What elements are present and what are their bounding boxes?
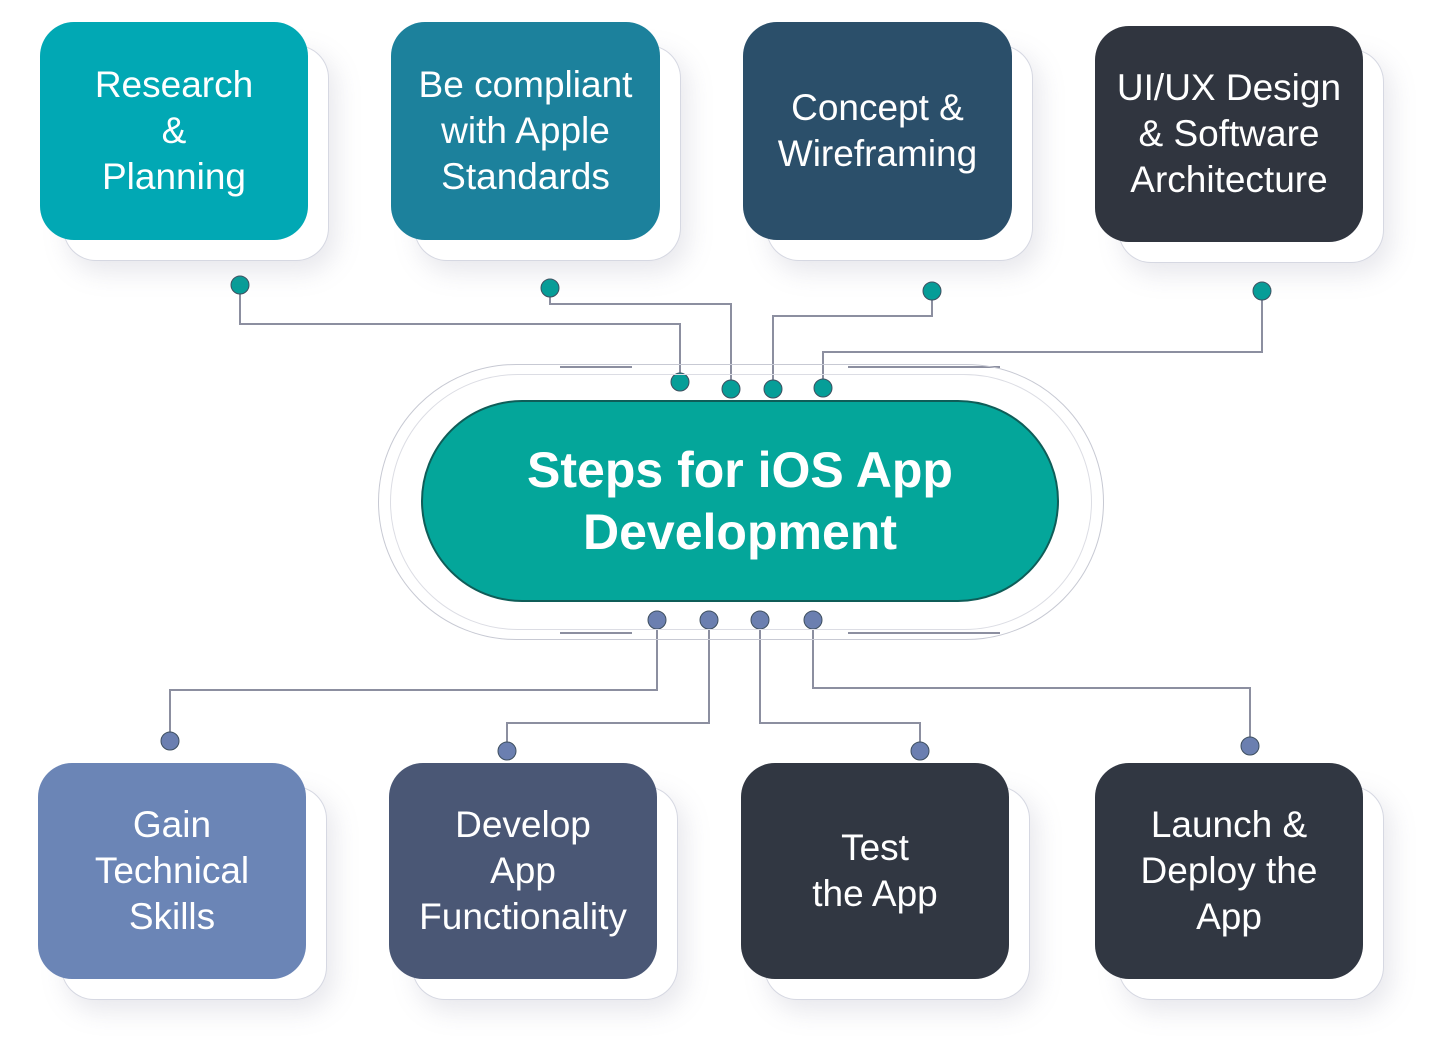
step-text-line: Architecture [1130, 159, 1328, 200]
step-text-line: UI/UX Design [1116, 67, 1342, 108]
top-connector-line [822, 291, 1263, 388]
center-title-line-1: Steps for iOS App [527, 442, 953, 498]
step-text-line: Deploy the [1140, 850, 1318, 891]
step-text-line: App [1196, 896, 1262, 937]
top-card-connector-dot [540, 278, 560, 298]
step-text-line: Planning [101, 156, 246, 197]
step-concept-wireframing: Concept & Wireframing [743, 22, 1012, 240]
center-top-connector-dot [670, 372, 690, 392]
step-text-line: Launch & [1150, 804, 1308, 845]
step-text-line: Be compliant [418, 64, 633, 105]
bottom-card-connector-dot [910, 741, 930, 761]
step-uiux-architecture: UI/UX Design & Software Architecture [1095, 26, 1363, 242]
center-top-connector-dot [813, 378, 833, 398]
step-research-planning: Research & Planning [40, 22, 308, 240]
center-title-pill: Steps for iOS App Development [421, 400, 1059, 602]
step-app-functionality: Develop App Functionality [389, 763, 657, 979]
bottom-connector-line [506, 620, 710, 751]
step-text-line: Concept & [791, 87, 964, 128]
center-ring-outer [378, 364, 1104, 640]
step-text-line: & Software [1138, 113, 1320, 154]
step-text-line: Develop [455, 804, 591, 845]
top-card-connector-dot [1252, 281, 1272, 301]
center-top-connector-dot [763, 379, 783, 399]
top-connector-line [239, 285, 681, 382]
center-top-connector-dot [721, 379, 741, 399]
bottom-card-connector-dot [160, 731, 180, 751]
step-technical-skills: Gain Technical Skills [38, 763, 306, 979]
step-text-line: Functionality [419, 896, 627, 937]
top-card-connector-dot [922, 281, 942, 301]
step-text-line: Gain [132, 804, 212, 845]
step-text-line: Standards [441, 156, 610, 197]
step-apple-standards: Be compliant with Apple Standards [391, 22, 660, 240]
step-text-line: with Apple [441, 110, 610, 151]
step-text-line: App [490, 850, 556, 891]
step-text-line: Technical [94, 850, 250, 891]
top-connector-line [772, 291, 933, 389]
bottom-connector-line [169, 620, 658, 741]
bottom-connector-line [759, 620, 921, 751]
step-text-line: Test [841, 827, 909, 868]
step-text-line: Research [94, 64, 254, 105]
center-ring-inner [390, 374, 1092, 630]
step-text-line: Skills [128, 896, 216, 937]
bottom-card-connector-dot [497, 741, 517, 761]
bottom-card-connector-dot [1240, 736, 1260, 756]
step-text-line: Wireframing [777, 133, 978, 174]
center-title-line-2: Development [583, 504, 897, 560]
bottom-connector-line [812, 620, 1251, 746]
top-card-connector-dot [230, 275, 250, 295]
step-text-line: & [161, 110, 187, 151]
step-test-app: Test the App [741, 763, 1009, 979]
step-text-line: the App [812, 873, 938, 914]
step-launch-deploy: Launch & Deploy the App [1095, 763, 1363, 979]
